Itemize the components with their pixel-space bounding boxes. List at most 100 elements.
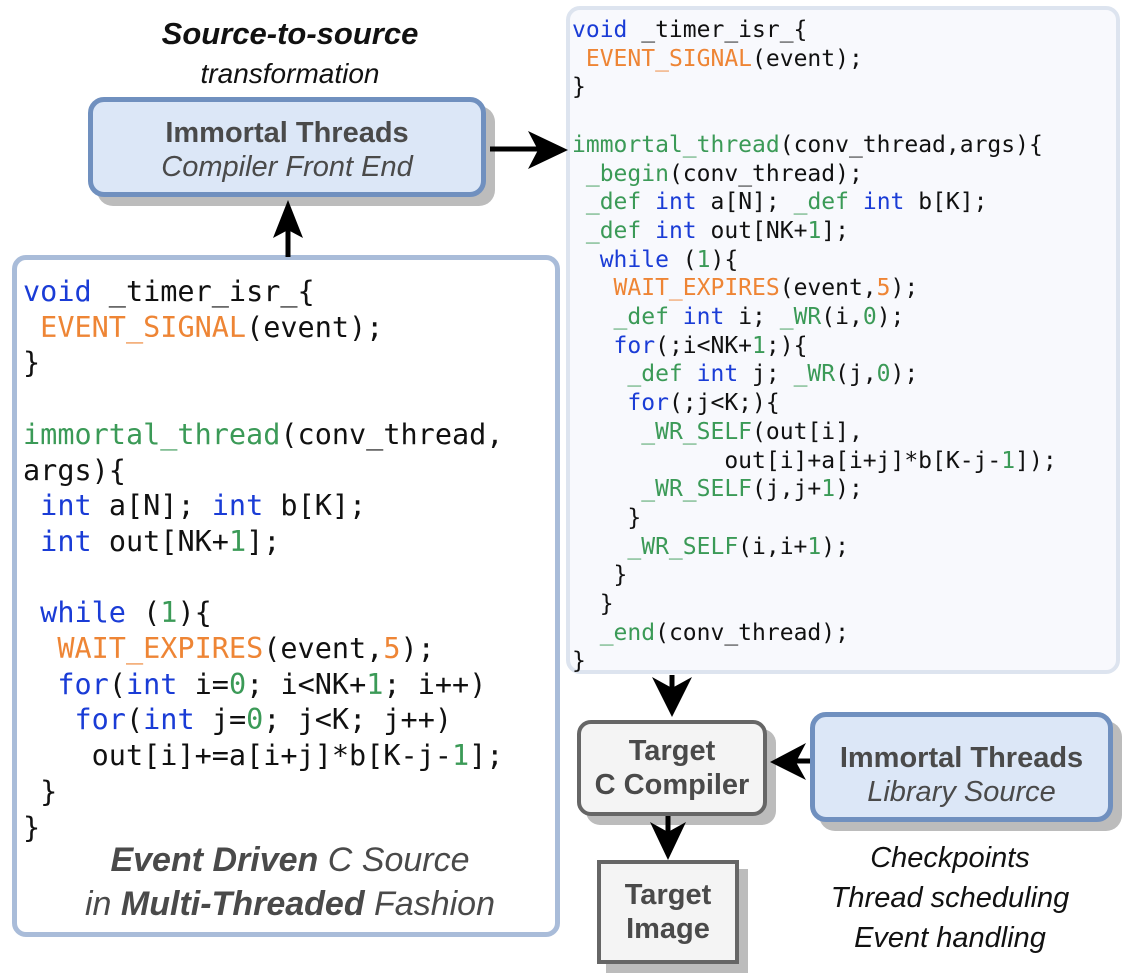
code-token: _def — [793, 189, 849, 216]
code-line: out[i]+=a[i+j]*b[K-j-1]; — [23, 738, 504, 774]
code-line: _def int a[N]; _def int b[K]; — [572, 188, 1057, 217]
code-token: (event, — [263, 632, 384, 666]
code-token: ( — [125, 703, 144, 737]
caption-bold-event-driven: Event Driven — [110, 841, 319, 879]
code-token: 1 — [807, 217, 822, 244]
code-token: (conv_thread); — [668, 160, 863, 187]
code-token: _def — [585, 189, 642, 216]
code-token: 0 — [228, 667, 247, 701]
code-token: } — [572, 504, 642, 531]
code-token: (j, — [835, 361, 877, 388]
code-token: immortal_thread — [23, 417, 281, 451]
code-token: EVENT_SIGNAL — [585, 45, 753, 72]
code-line: immortal_thread(conv_thread, — [23, 417, 503, 453]
code-token: a[N]; — [696, 189, 794, 216]
feature-item: Event handling — [854, 922, 1046, 954]
code-token: i= — [177, 667, 229, 701]
code-token: void — [23, 275, 92, 308]
code-token: 1 — [752, 332, 766, 359]
code-line: _WR_SELF(i,i+1); — [572, 533, 1057, 562]
code-token: (;j<K;){ — [668, 390, 780, 417]
code-token: 1 — [821, 476, 836, 503]
code-token: } — [572, 591, 614, 618]
front-end-title: Immortal Threads — [165, 117, 409, 149]
code-token: _def — [613, 304, 669, 331]
code-token: ( — [125, 596, 161, 630]
code-token: (i,i+ — [738, 533, 808, 560]
code-line: for(int j=0; j<K; j++) — [23, 702, 503, 738]
code-line: WAIT_EXPIRES(event,5); — [23, 631, 503, 667]
code-token: ); — [821, 533, 849, 560]
code-token: 0 — [876, 361, 891, 388]
code-token: WAIT_EXPIRES — [613, 275, 780, 302]
code-line: } — [572, 590, 1057, 619]
code-token: for — [74, 703, 126, 737]
arrow-compiler-to-image — [650, 816, 686, 860]
code-token: int — [211, 489, 264, 523]
code-token: void — [572, 17, 628, 43]
code-token: _WR — [779, 304, 822, 331]
transformed-code-panel: void _timer_isr_{ EVENT_SIGNAL(event);} … — [566, 6, 1120, 674]
code-token: _WR — [793, 361, 836, 388]
library-features-list: Checkpoints Thread scheduling Event hand… — [800, 838, 1100, 958]
code-token: (event); — [752, 45, 863, 72]
code-token: _WR_SELF — [641, 418, 753, 445]
code-token: (event, — [779, 275, 877, 302]
code-token: _end — [599, 619, 656, 646]
code-token: } — [23, 774, 58, 808]
code-token: int — [655, 217, 697, 244]
code-token: 1 — [1001, 447, 1016, 474]
code-token: int — [696, 361, 739, 388]
arrow-source-to-front-end — [273, 200, 303, 257]
code-line: _def int i; _WR(i,0); — [572, 303, 1057, 332]
code-token: ]; — [246, 524, 281, 558]
image-line2: Image — [626, 913, 710, 945]
code-token: for — [613, 332, 656, 359]
code-line: for(;i<NK+1;){ — [572, 332, 1057, 361]
code-token: int — [40, 489, 92, 523]
caption-bold-multi-threaded: Multi-Threaded — [120, 885, 365, 923]
code-line: int out[NK+1]; — [23, 524, 503, 560]
code-token: 1 — [696, 246, 711, 273]
code-token: ( — [668, 246, 697, 273]
code-token: _timer_isr_{ — [627, 17, 808, 43]
code-token: 0 — [862, 304, 877, 331]
code-line: out[i]+a[i+j]*b[K-j-1]); — [572, 447, 1056, 476]
code-token: j= — [194, 703, 247, 737]
code-token: 1 — [228, 524, 247, 558]
code-token: a[N]; — [91, 489, 212, 523]
arrow-front-end-to-transformed — [490, 131, 568, 169]
code-token: int — [862, 189, 905, 216]
code-line: immortal_thread(conv_thread,args){ — [572, 131, 1057, 160]
code-token: (conv_thread, — [280, 417, 504, 451]
code-token: } — [572, 74, 586, 101]
code-token: out[i]+a[i+j]*b[K-j- — [572, 447, 1002, 474]
code-token: 1 — [366, 667, 384, 701]
code-token: immortal_thread — [572, 131, 780, 158]
code-token: (event); — [246, 310, 384, 344]
code-token: } — [572, 648, 586, 675]
library-subtitle: Library Source — [867, 776, 1056, 808]
front-end-subtitle: Compiler Front End — [161, 151, 413, 183]
code-line: } — [23, 810, 503, 846]
code-token: int — [125, 667, 178, 701]
code-token: _def — [585, 217, 642, 244]
code-token: 1 — [451, 739, 470, 773]
code-token: 1 — [160, 596, 178, 630]
code-token: ; i<NK+ — [246, 667, 367, 701]
code-token: } — [23, 346, 41, 380]
source-code-panel: void _timer_isr_{ EVENT_SIGNAL(event);} … — [12, 255, 560, 937]
code-token: ( — [108, 667, 126, 701]
code-token: ){ — [710, 246, 739, 273]
code-line: _end(conv_thread); — [572, 619, 1057, 648]
library-source-box: Immortal Threads Library Source — [810, 712, 1113, 822]
library-title: Immortal Threads — [839, 742, 1084, 774]
code-token: args){ — [23, 453, 126, 487]
code-token: ){ — [177, 596, 212, 630]
code-token: 5 — [876, 275, 891, 302]
arrow-transformed-to-compiler — [652, 675, 692, 717]
code-token: ); — [890, 361, 919, 388]
code-line: _WR_SELF(out[i], — [572, 418, 1057, 447]
image-line1: Target — [624, 879, 712, 911]
